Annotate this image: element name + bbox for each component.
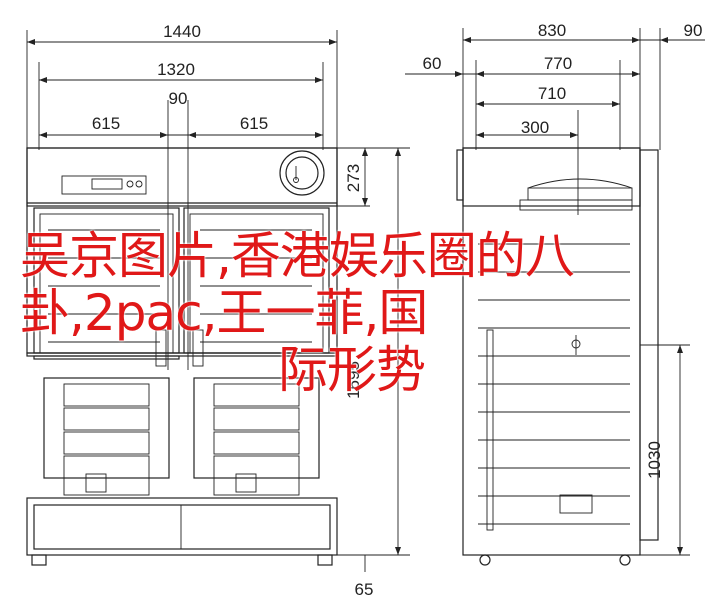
front-lower-drawers (43, 377, 320, 496)
dim-1440: 1440 (163, 22, 201, 41)
dim-273: 273 (344, 164, 363, 192)
front-view: 1440 1320 90 615 615 (26, 22, 410, 599)
dim-300: 300 (521, 118, 549, 137)
dim-60: 60 (423, 54, 442, 73)
dim-615-right: 615 (240, 114, 268, 133)
dim-1320: 1320 (157, 60, 195, 79)
dim-1695: 1695 (344, 361, 363, 399)
dim-90-side: 90 (684, 21, 703, 40)
dim-710: 710 (538, 84, 566, 103)
dim-90-gap: 90 (169, 89, 188, 108)
dim-830: 830 (538, 21, 566, 40)
dim-770: 770 (544, 54, 572, 73)
side-view: 830 90 60 770 710 300 (405, 21, 705, 566)
dim-65: 65 (355, 580, 374, 599)
dim-615-left: 615 (92, 114, 120, 133)
dim-1030: 1030 (645, 441, 664, 479)
